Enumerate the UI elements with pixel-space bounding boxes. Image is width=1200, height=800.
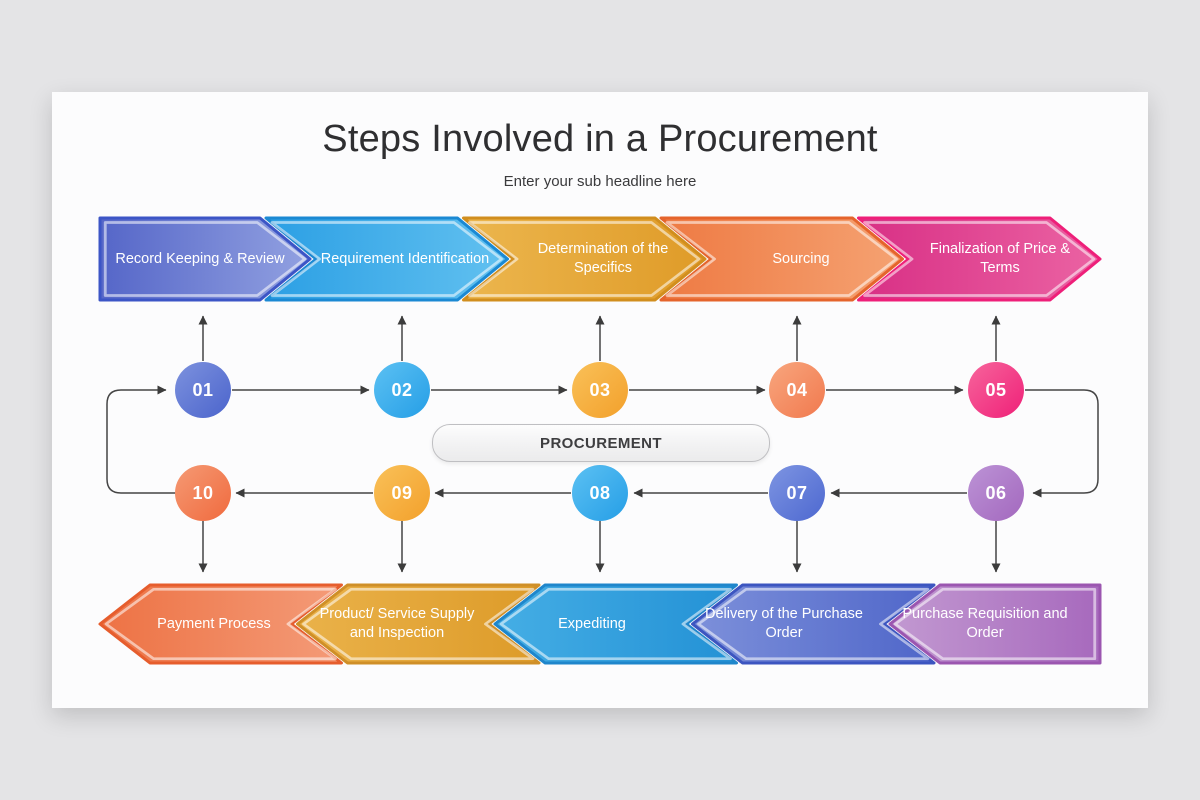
page-subtitle: Enter your sub headline here: [503, 173, 697, 190]
bottom-arrow-shape-2: [296, 583, 541, 665]
top-arrow-shape-5: [857, 216, 1102, 302]
procurement-center-badge: PROCUREMENT: [432, 424, 770, 462]
bottom-arrow-shape-5: [888, 583, 1102, 665]
bottom-arrow-shape-1: [98, 583, 343, 665]
page-title: Steps Involved in a Procurement: [322, 118, 878, 160]
bottom-arrow-shape-3: [493, 583, 738, 665]
top-arrow-shape-2: [264, 216, 509, 302]
top-arrow-shape-1: [98, 216, 312, 302]
top-arrow-shape-3: [462, 216, 707, 302]
bottom-arrow-row: [98, 583, 1102, 665]
top-arrow-row: [98, 216, 1102, 302]
top-arrow-shape-4: [659, 216, 904, 302]
bottom-arrow-shape-4: [691, 583, 936, 665]
